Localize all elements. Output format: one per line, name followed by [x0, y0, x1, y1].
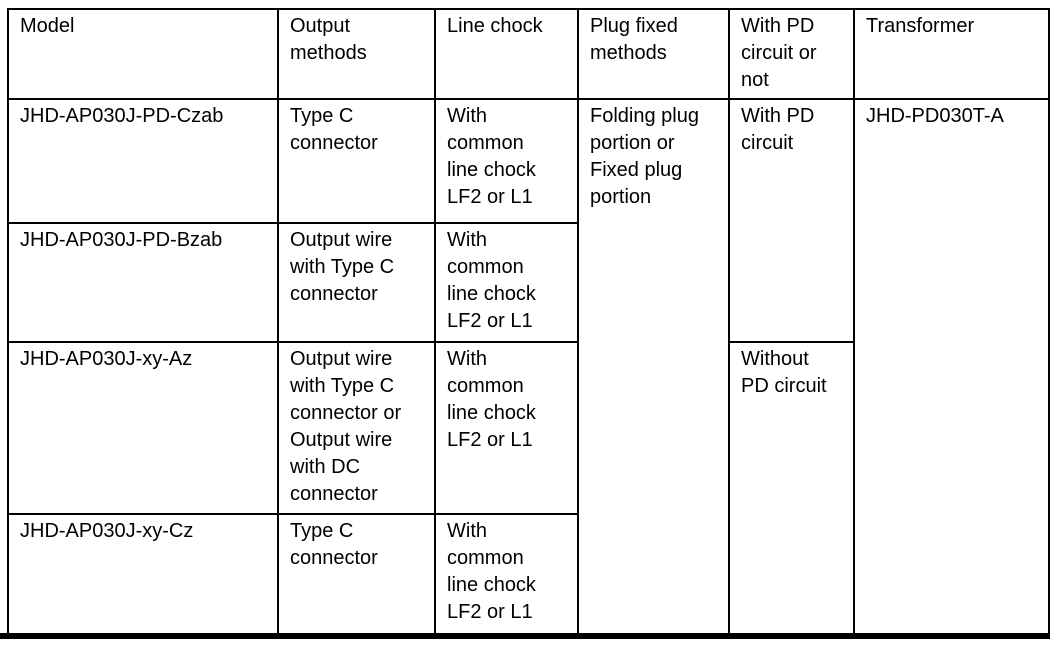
header-row: Model Output methods Line chock Plug fix… [7, 8, 1050, 100]
table-row-1: JHD-AP030J-PD-Czab Type C connector With… [7, 98, 1050, 637]
cell-model-row3: JHD-AP030J-xy-Az [7, 341, 279, 515]
cell-model-row2: JHD-AP030J-PD-Bzab [7, 222, 279, 343]
cell-output-methods-row1: Type C connector [277, 98, 436, 224]
cell-model-row1: JHD-AP030J-PD-Czab [7, 98, 279, 224]
header-output-methods: Output methods [277, 8, 436, 100]
cell-output-methods-row3: Output wire with Type C connector or Out… [277, 341, 436, 515]
cell-output-methods-row2: Output wire with Type C connector [277, 222, 436, 343]
cell-output-methods-row4: Type C connector [277, 513, 436, 637]
cell-line-chock-row4: With common line chock LF2 or L1 [434, 513, 579, 637]
cell-line-chock-row1: With common line chock LF2 or L1 [434, 98, 579, 224]
cell-with-pd-circuit: With PD circuit [728, 98, 855, 343]
cell-model-row4: JHD-AP030J-xy-Cz [7, 513, 279, 637]
header-transformer: Transformer [853, 8, 1050, 100]
header-plug-fixed-methods: Plug fixed methods [577, 8, 730, 100]
cell-plug-fixed-methods: Folding plug portion or Fixed plug porti… [577, 98, 730, 637]
page-bottom-rule [0, 633, 1050, 639]
cell-line-chock-row3: With common line chock LF2 or L1 [434, 341, 579, 515]
cell-transformer: JHD-PD030T-A [853, 98, 1050, 637]
header-line-chock: Line chock [434, 8, 579, 100]
table-row-2: JHD-AP030J-PD-Bzab Output wire with Type… [7, 222, 1049, 343]
table-row-4: JHD-AP030J-xy-Cz Type C connector With c… [7, 513, 1049, 637]
cell-line-chock-row2: With common line chock LF2 or L1 [434, 222, 579, 343]
cell-without-pd-circuit: Without PD circuit [728, 341, 855, 637]
spec-table: Model Output methods Line chock Plug fix… [7, 8, 1050, 637]
header-with-pd-circuit-or-not: With PD circuit or not [728, 8, 855, 100]
header-model: Model [7, 8, 279, 100]
